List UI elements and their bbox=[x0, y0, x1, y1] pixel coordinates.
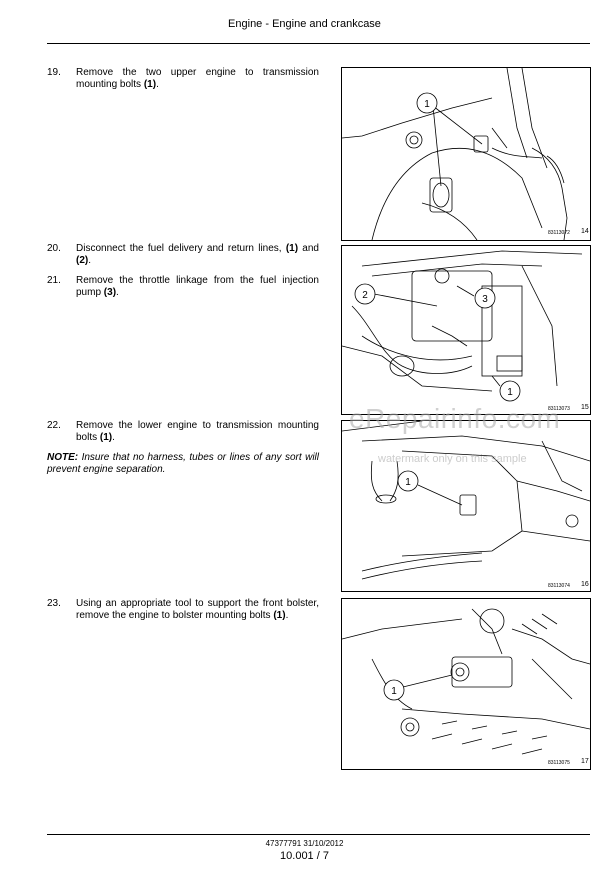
callout-1-marker: 1 bbox=[383, 679, 405, 701]
callout-ref: (1) bbox=[273, 610, 286, 621]
figure-number: 14 bbox=[581, 228, 589, 235]
callout-ref: (3) bbox=[103, 287, 117, 298]
figure-number: 17 bbox=[581, 758, 589, 765]
note-label: NOTE: bbox=[47, 452, 79, 463]
step-text-end: . bbox=[88, 255, 92, 266]
figure-code: 83113075 bbox=[548, 760, 570, 766]
step-number: 22. bbox=[47, 420, 61, 431]
step-21: 21. Remove the throttle linkage from the… bbox=[47, 275, 319, 299]
page-header: Engine - Engine and crankcase bbox=[228, 18, 381, 30]
figure-17-illustration: 1 bbox=[342, 608, 590, 755]
step-number: 20. bbox=[47, 243, 61, 254]
figure-14-illustration: 1 bbox=[342, 68, 568, 240]
callout-1-marker: 1 bbox=[499, 380, 521, 402]
step-number: 23. bbox=[47, 598, 61, 609]
figure-15-illustration: 2 3 1 bbox=[342, 250, 583, 402]
figure-14: 1 83113072 14 bbox=[341, 67, 591, 241]
callout-ref: (1) bbox=[143, 79, 157, 90]
step-22: 22. Remove the lower engine to transmiss… bbox=[47, 420, 319, 444]
step-text-end: . bbox=[112, 432, 115, 443]
callout-label: 1 bbox=[424, 99, 430, 110]
callout-ref: (1) bbox=[285, 243, 299, 254]
figure-16-illustration: 1 bbox=[342, 421, 590, 580]
step-20: 20. Disconnect the fuel delivery and ret… bbox=[47, 243, 319, 267]
step-23: 23. Using an appropriate tool to support… bbox=[47, 598, 319, 622]
callout-label: 2 bbox=[362, 290, 368, 301]
figure-15: 2 3 1 83113073 15 bbox=[341, 245, 591, 415]
callout-ref: (2) bbox=[76, 255, 89, 266]
step-number: 19. bbox=[47, 67, 61, 78]
step-text: Remove the lower engine to transmission … bbox=[76, 420, 319, 443]
step-text-end: . bbox=[285, 610, 289, 621]
note-text: Insure that no harness, tubes or lines o… bbox=[47, 452, 319, 475]
callout-label: 3 bbox=[482, 294, 488, 305]
callout-3-marker: 3 bbox=[474, 287, 496, 309]
figure-16: 1 83113074 16 bbox=[341, 420, 591, 592]
figure-number: 16 bbox=[581, 581, 589, 588]
footer-page-number: 10.001 / 7 bbox=[280, 850, 329, 862]
step-text: Using an appropriate tool to support the… bbox=[76, 598, 319, 621]
step-text: Disconnect the fuel delivery and return … bbox=[76, 243, 286, 254]
step-text-end: . bbox=[116, 287, 119, 298]
callout-1-marker: 1 bbox=[397, 470, 419, 492]
figure-code: 83113072 bbox=[548, 230, 570, 236]
figure-code: 83113073 bbox=[548, 406, 570, 412]
callout-1-marker: 1 bbox=[416, 92, 438, 114]
note: NOTE: Insure that no harness, tubes or l… bbox=[47, 452, 319, 476]
footer-rule bbox=[47, 834, 590, 835]
callout-label: 1 bbox=[405, 477, 411, 488]
callout-label: 1 bbox=[391, 686, 397, 697]
callout-ref: (1) bbox=[99, 432, 113, 443]
callout-label: 1 bbox=[507, 387, 513, 398]
step-text-mid: and bbox=[298, 243, 319, 254]
watermark-caption: watermark only on this sample bbox=[378, 453, 527, 465]
callout-2-marker: 2 bbox=[354, 283, 376, 305]
footer-docref: 47377791 31/10/2012 bbox=[265, 839, 344, 848]
step-text: Remove the two upper engine to transmiss… bbox=[76, 67, 319, 90]
figure-code: 83113074 bbox=[548, 583, 570, 589]
step-19: 19. Remove the two upper engine to trans… bbox=[47, 67, 319, 91]
watermark-site: eRepairinfo.com bbox=[349, 403, 561, 434]
figure-number: 15 bbox=[581, 404, 589, 411]
header-rule bbox=[47, 43, 590, 44]
step-text-end: . bbox=[156, 79, 159, 90]
figure-17: 1 83113075 17 bbox=[341, 598, 591, 770]
step-text: Remove the throttle linkage from the fue… bbox=[76, 275, 319, 298]
step-number: 21. bbox=[47, 275, 61, 286]
